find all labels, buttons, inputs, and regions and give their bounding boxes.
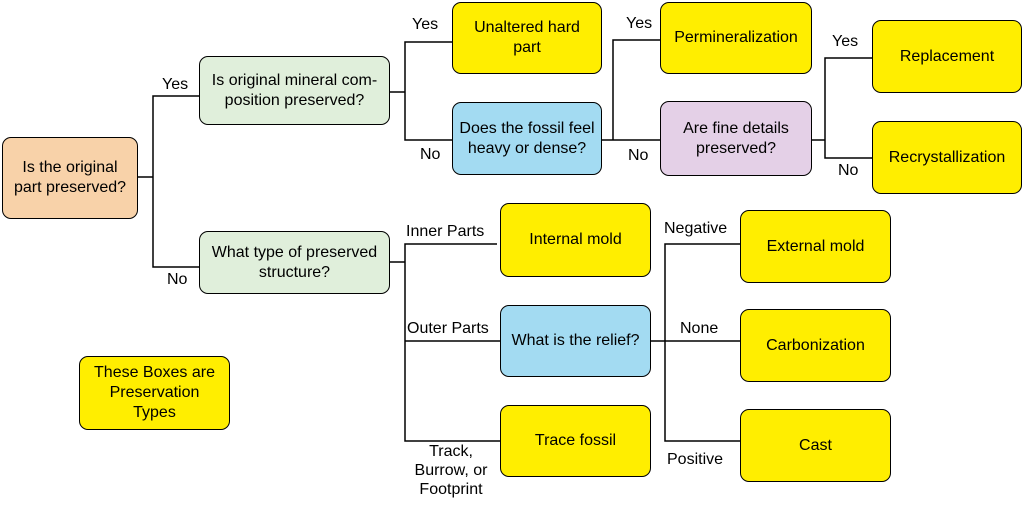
- start-question: Is the original part preserved?: [2, 137, 138, 219]
- question-relief: What is the relief?: [500, 305, 651, 377]
- type-carbonization: Carbonization: [740, 309, 891, 382]
- label-outer-parts: Outer Parts: [407, 320, 489, 337]
- label-inner-parts: Inner Parts: [406, 223, 485, 240]
- type-internal-mold: Internal mold: [500, 203, 651, 277]
- label-fine-yes: Yes: [832, 33, 859, 50]
- label-track-burrow-footprint: Track, Burrow, or Footprint: [414, 443, 488, 498]
- type-external-mold: External mold: [740, 210, 891, 283]
- type-cast: Cast: [740, 409, 891, 482]
- connector-start: [138, 95, 199, 268]
- label-start-no: No: [167, 271, 188, 288]
- connector-fine: [812, 57, 872, 159]
- connector-heavy: [602, 39, 660, 141]
- label-heavy-yes: Yes: [626, 15, 653, 32]
- type-trace-fossil: Trace fossil: [500, 405, 651, 477]
- type-permineralization: Permineralization: [660, 2, 812, 74]
- connector-relief: [651, 243, 740, 442]
- type-unaltered-hard-part: Unaltered hard part: [452, 2, 602, 74]
- type-replacement: Replacement: [872, 20, 1022, 93]
- label-mineral-yes: Yes: [412, 16, 439, 33]
- label-negative: Negative: [664, 220, 728, 237]
- question-fine-details: Are fine details preserved?: [660, 101, 812, 176]
- label-none: None: [680, 320, 719, 337]
- label-mineral-no: No: [420, 146, 441, 163]
- label-start-yes: Yes: [162, 76, 189, 93]
- question-preserved-structure: What type of preserved structure?: [199, 231, 390, 294]
- question-heavy-dense: Does the fossil feel heavy or dense?: [452, 102, 602, 175]
- connector-structure: [390, 243, 500, 442]
- label-positive: Positive: [667, 451, 724, 468]
- question-mineral-composition: Is original mineral com- position preser…: [199, 56, 390, 125]
- legend-box: These Boxes are Preservation Types: [79, 356, 230, 430]
- connector-mineral: [390, 41, 452, 141]
- label-fine-no: No: [838, 162, 859, 179]
- label-heavy-no: No: [628, 147, 649, 164]
- type-recrystallization: Recrystallization: [872, 121, 1022, 194]
